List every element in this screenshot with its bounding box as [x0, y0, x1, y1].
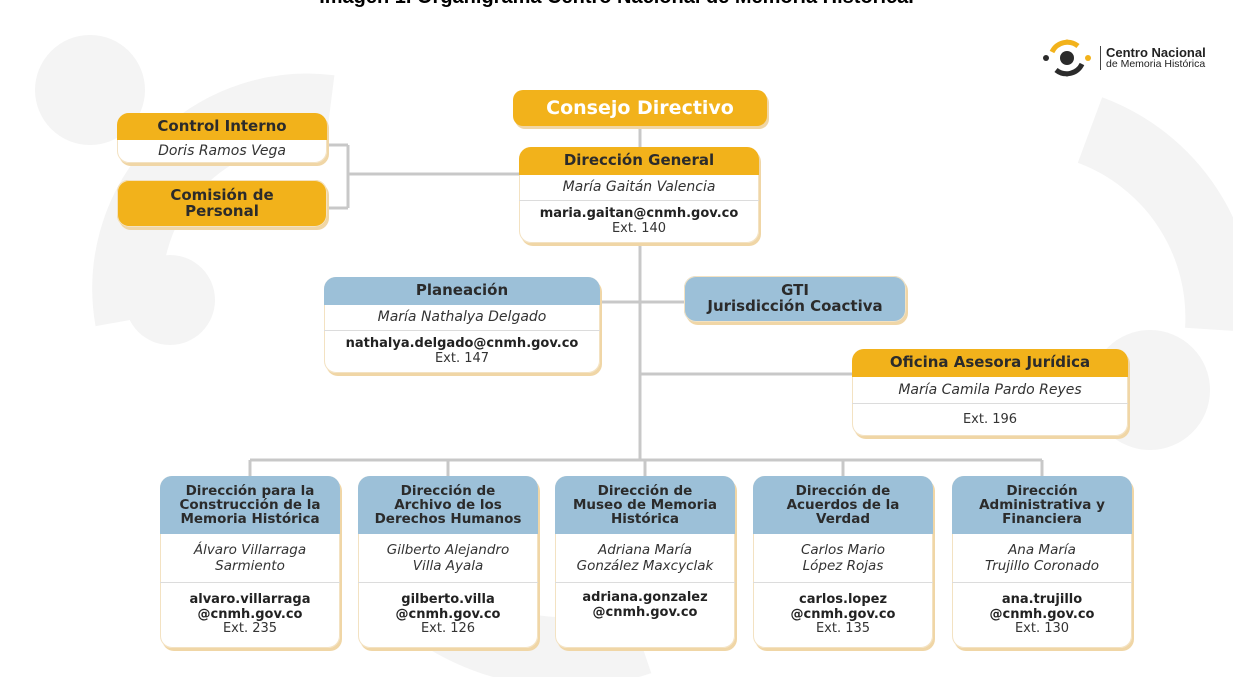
control-interno-title: Control Interno: [117, 113, 327, 140]
logo-line-1: Centro Nacional: [1106, 44, 1206, 60]
name-line: Sarmiento: [215, 558, 285, 574]
direccion-general-title: Dirección General: [519, 147, 759, 175]
direccion-archivo-name: Gilberto Alejandro Villa Ayala: [358, 534, 538, 582]
ext-line: Ext. 130: [1014, 621, 1070, 637]
title-line: Verdad: [816, 511, 870, 528]
logo-line-2: de Memoria Histórica: [1106, 58, 1206, 71]
title-line: Histórica: [610, 511, 680, 528]
planeacion-name: María Nathalya Delgado: [377, 309, 547, 326]
direccion-construccion-box: Dirección para la Construcción de la Mem…: [160, 476, 340, 648]
juridica-title: Oficina Asesora Jurídica: [852, 349, 1128, 377]
gti-title-line-2: Jurisdicción Coactiva: [707, 297, 883, 315]
cnmh-logo-icon: [1043, 39, 1091, 77]
comision-title-line-1: Comisión de: [170, 185, 274, 204]
name-line: Carlos Mario: [800, 541, 886, 558]
planeacion-box: Planeación María Nathalya Delgado nathal…: [324, 277, 600, 373]
email-line: @cnmh.gov.co: [197, 606, 303, 622]
direccion-museo-title: Dirección de Museo de Memoria Histórica: [555, 476, 735, 534]
direccion-acuerdos-name: Carlos Mario López Rojas: [753, 534, 933, 582]
direccion-acuerdos-title: Dirección de Acuerdos de la Verdad: [753, 476, 933, 534]
email-line: alvaro.villarraga: [189, 591, 311, 607]
direccion-archivo-box: Dirección de Archivo de los Derechos Hum…: [358, 476, 538, 648]
planeacion-contact: nathalya.delgado@cnmh.gov.co Ext. 147: [324, 330, 600, 373]
title-line: Administrativa y: [979, 496, 1105, 513]
direccion-construccion-name: Álvaro Villarraga Sarmiento: [160, 534, 340, 582]
juridica-box: Oficina Asesora Jurídica María Camila Pa…: [852, 349, 1128, 436]
name-line: González Maxcyclak: [576, 558, 714, 574]
title-line: Dirección de: [597, 482, 693, 499]
title-line: Archivo de los: [394, 496, 502, 513]
consejo-directivo-box: Consejo Directivo: [513, 90, 767, 126]
direccion-administrativa-box: Dirección Administrativa y Financiera An…: [952, 476, 1132, 648]
name-line: Villa Ayala: [412, 558, 484, 574]
name-line: Trujillo Coronado: [984, 558, 1099, 574]
direccion-archivo-contact: gilberto.villa @cnmh.gov.co Ext. 126: [358, 582, 538, 647]
title-line: Acuerdos de la: [786, 496, 900, 513]
ext-line: Ext. 235: [222, 621, 278, 637]
name-line: López Rojas: [802, 558, 884, 574]
gti-box: GTI Jurisdicción Coactiva: [684, 276, 906, 322]
direccion-administrativa-name: Ana María Trujillo Coronado: [952, 534, 1132, 582]
title-line: Museo de Memoria: [572, 496, 718, 513]
comision-personal-box: Comisión de Personal: [117, 180, 327, 227]
title-line: Memoria Histórica: [180, 511, 320, 528]
direccion-construccion-contact: alvaro.villarraga @cnmh.gov.co Ext. 235: [160, 582, 340, 647]
planeacion-ext: Ext. 147: [434, 351, 490, 366]
name-line: Adriana María: [598, 541, 692, 558]
direccion-museo-name: Adriana María González Maxcyclak: [555, 534, 735, 582]
title-line: Dirección de: [400, 482, 496, 499]
direccion-museo-contact: adriana.gonzalez @cnmh.gov.co: [555, 582, 735, 646]
juridica-ext: Ext. 196: [962, 411, 1018, 427]
title-line: Derechos Humanos: [374, 511, 522, 528]
direccion-acuerdos-box: Dirección de Acuerdos de la Verdad Carlo…: [753, 476, 933, 648]
control-interno-name: Doris Ramos Vega: [158, 143, 286, 160]
name-line: Ana María: [1008, 541, 1076, 558]
email-line: @cnmh.gov.co: [790, 606, 896, 622]
direccion-construccion-title: Dirección para la Construcción de la Mem…: [160, 476, 340, 534]
title-line: Dirección para la: [185, 482, 315, 499]
email-line: @cnmh.gov.co: [395, 606, 501, 622]
ext-line: Ext. 135: [815, 621, 871, 637]
direccion-archivo-title: Dirección de Archivo de los Derechos Hum…: [358, 476, 538, 534]
juridica-name: María Camila Pardo Reyes: [898, 381, 1082, 398]
juridica-contact: Ext. 196: [852, 403, 1128, 436]
email-line: adriana.gonzalez: [582, 590, 708, 605]
direccion-administrativa-title: Dirección Administrativa y Financiera: [952, 476, 1132, 534]
page-title: Imagen 1. Organigrama Centro Nacional de…: [0, 0, 1233, 9]
comision-personal-title: Comisión de Personal: [117, 180, 327, 227]
direccion-administrativa-contact: ana.trujillo @cnmh.gov.co Ext. 130: [952, 582, 1132, 647]
direccion-acuerdos-contact: carlos.lopez @cnmh.gov.co Ext. 135: [753, 582, 933, 647]
planeacion-title: Planeación: [324, 277, 600, 305]
email-line: carlos.lopez: [798, 591, 888, 607]
title-line: Construcción de la: [179, 496, 321, 513]
email-line: gilberto.villa: [401, 591, 495, 607]
direccion-general-name: María Gaitán Valencia: [562, 179, 716, 196]
gti-title: GTI Jurisdicción Coactiva: [684, 276, 906, 322]
email-line: ana.trujillo: [1001, 591, 1083, 607]
name-line: Álvaro Villarraga: [193, 541, 307, 558]
title-line: Financiera: [1002, 511, 1082, 528]
email-line: @cnmh.gov.co: [592, 604, 698, 620]
direccion-general-box: Dirección General María Gaitán Valencia …: [519, 147, 759, 243]
comision-title-line-2: Personal: [185, 201, 259, 220]
direccion-museo-box: Dirección de Museo de Memoria Histórica …: [555, 476, 735, 648]
planeacion-email: nathalya.delgado@cnmh.gov.co: [345, 336, 579, 352]
email-line: @cnmh.gov.co: [989, 606, 1095, 622]
title-line: Dirección de: [795, 482, 891, 499]
ext-line: Ext. 126: [420, 621, 476, 637]
direccion-general-ext: Ext. 140: [611, 221, 667, 236]
cnmh-logo: Centro Nacional de Memoria Histórica: [1038, 38, 1206, 78]
gti-title-line-1: GTI: [781, 281, 809, 300]
name-line: Gilberto Alejandro: [386, 541, 510, 558]
direccion-general-contact: maria.gaitan@cnmh.gov.co Ext. 140: [519, 200, 759, 243]
control-interno-box: Control Interno Doris Ramos Vega: [117, 113, 327, 163]
title-line: Dirección: [1006, 482, 1078, 499]
direccion-general-email: maria.gaitan@cnmh.gov.co: [539, 206, 739, 222]
